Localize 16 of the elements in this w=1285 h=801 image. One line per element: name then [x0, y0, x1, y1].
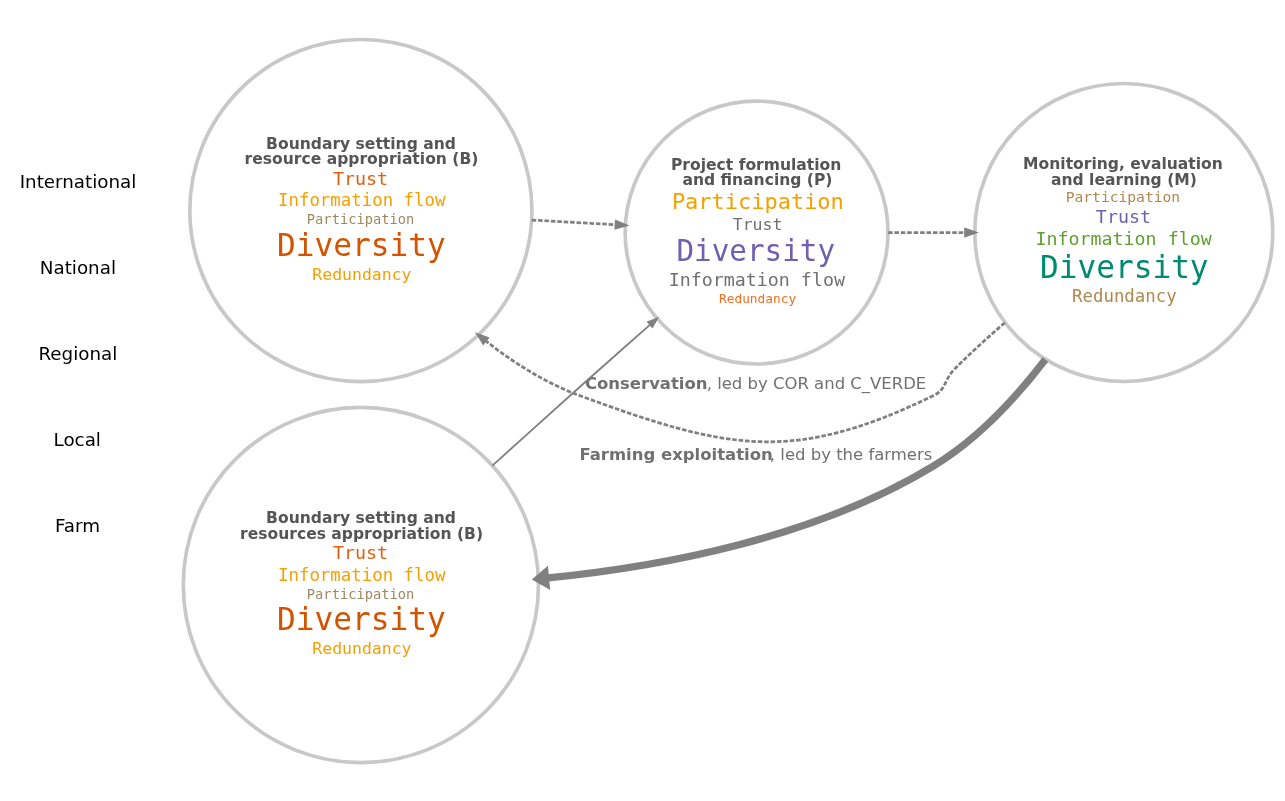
arrow	[474, 321, 1006, 443]
edge-label: Farming exploitation, led by the farmers	[579, 444, 933, 464]
arrow	[531, 218, 630, 230]
edge-label: Conservation, led by COR and C_VERDE	[584, 373, 927, 393]
label: International	[19, 170, 137, 192]
node-circle: Boundary setting and resources appropriation (B) Trust Information flow Participation Diversity Redundancy	[181, 405, 541, 764]
node-circle: Boundary setting and resource appropriation (B) Trust Information flow Participation Diversity Redundancy	[188, 37, 534, 383]
label: Local	[53, 428, 101, 450]
label: National	[39, 256, 117, 278]
label: Regional	[38, 342, 118, 364]
arrow	[888, 226, 979, 238]
arrow	[491, 316, 660, 467]
label: Farm	[54, 514, 100, 536]
node-circle: Project formulation and financing (P) Participation Trust Diversity Information flow Redundancy	[623, 98, 890, 366]
node-circle: Monitoring, evaluation and learning (M) Participation Trust Information flow Diversity Redundancy	[972, 81, 1275, 383]
arrow	[531, 356, 1049, 590]
